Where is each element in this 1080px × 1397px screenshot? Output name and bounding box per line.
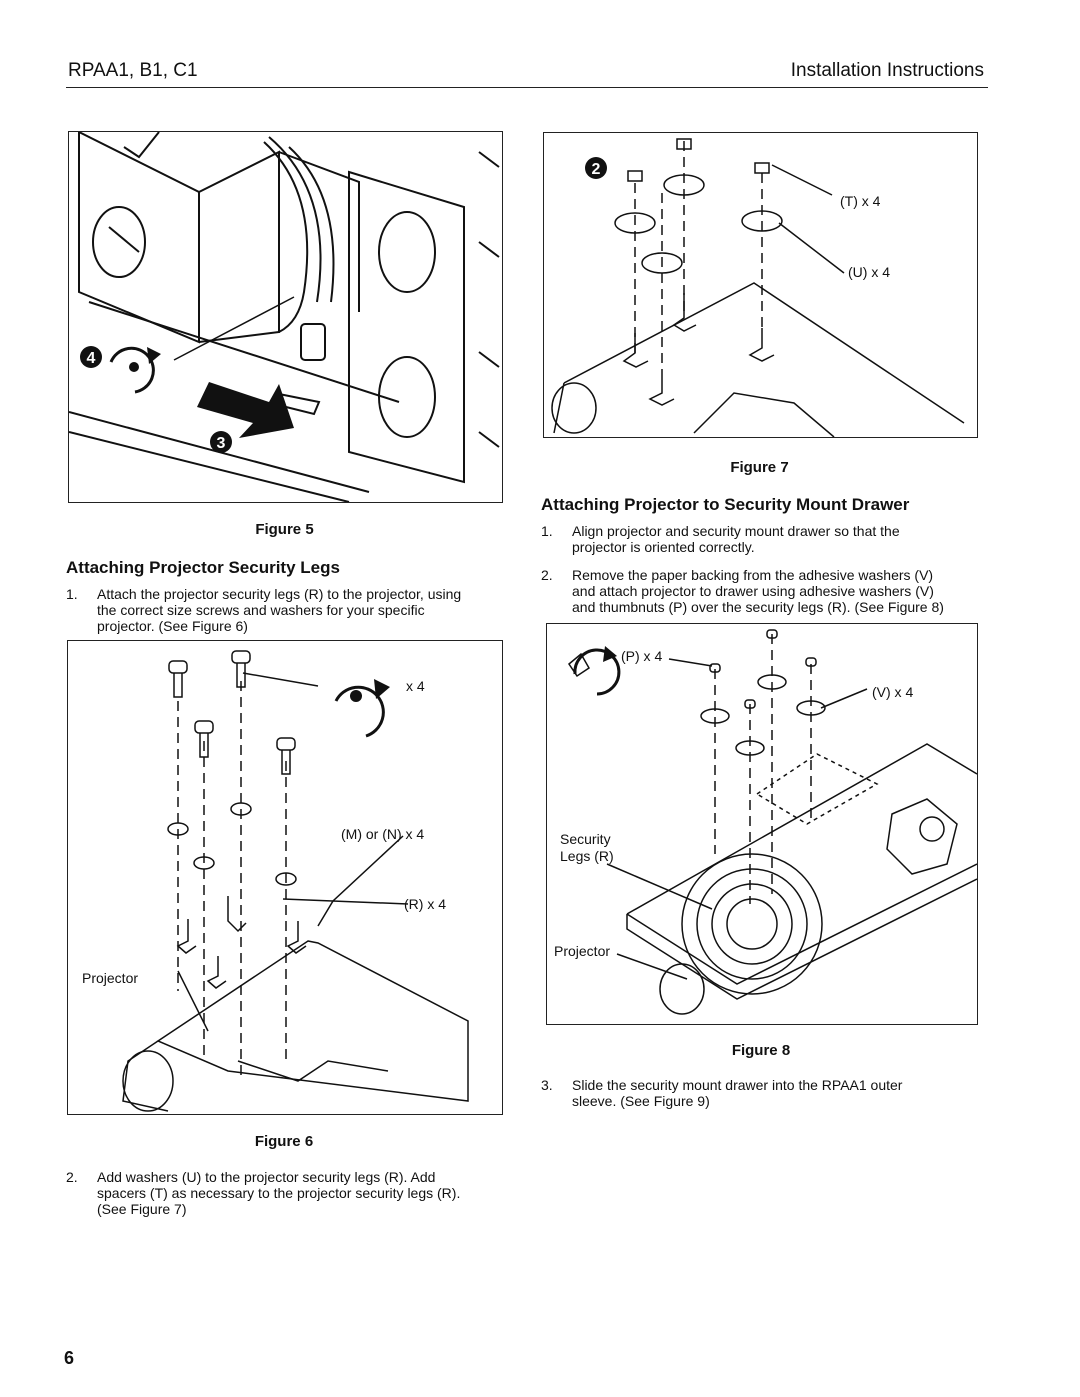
figure-5-caption: Figure 5 (255, 521, 314, 538)
figure-8-illustration: (P) x 4 (V) x 4 Security Legs (R) Projec… (546, 623, 978, 1025)
figure-8-thumbnut-label: (P) x 4 (621, 648, 662, 664)
figure-7-spacer-label: (T) x 4 (840, 193, 881, 209)
step-text-line: projector. (See Figure 6) (97, 618, 248, 634)
step-text-line: Remove the paper backing from the adhesi… (572, 567, 934, 583)
step-number: 1. (66, 586, 78, 602)
step-text-line: projector is oriented correctly. (572, 539, 755, 555)
badge-2 (585, 157, 607, 179)
section-heading-security-legs: Attaching Projector Security Legs (66, 558, 340, 577)
step-text-line: Align projector and security mount drawe… (572, 523, 900, 539)
badge-4-label: 4 (87, 350, 96, 367)
step-text-line: the correct size screws and washers for … (97, 602, 425, 618)
step-text-line: Add washers (U) to the projector securit… (97, 1169, 436, 1185)
page-number: 6 (64, 1348, 75, 1368)
section-heading-security-drawer: Attaching Projector to Security Mount Dr… (541, 495, 910, 514)
step-2-security-drawer: 2. Remove the paper backing from the adh… (541, 568, 986, 616)
figure-6-projector-label: Projector (82, 970, 138, 986)
figure-8-projector-label: Projector (554, 943, 610, 959)
badge-3 (210, 431, 232, 453)
step-text-line: and thumbnuts (P) over the security legs… (572, 599, 944, 615)
step-text-line: (See Figure 7) (97, 1201, 187, 1217)
badge-4 (80, 346, 102, 368)
header-doc-type: Installation Instructions (790, 60, 984, 81)
step-2-security-legs: 2. Add washers (U) to the projector secu… (66, 1170, 511, 1218)
rotate-icon (109, 346, 161, 394)
figure-6-legs-label: (R) x 4 (404, 896, 446, 912)
header-rule (66, 87, 988, 88)
step-number: 3. (541, 1077, 553, 1093)
figure-6-quantity: x 4 (406, 678, 425, 694)
badge-3-label: 3 (217, 435, 226, 452)
step-text-line: and attach projector to drawer using adh… (572, 583, 934, 599)
step-text-line: Slide the security mount drawer into the… (572, 1077, 903, 1093)
figure-6-washer-label: (M) or (N) x 4 (341, 826, 424, 842)
figure-7-washer-label: (U) x 4 (848, 264, 890, 280)
badge-2-label: 2 (592, 161, 601, 178)
step-number: 1. (541, 523, 553, 539)
step-1-security-legs: 1. Attach the projector security legs (R… (66, 587, 506, 635)
figure-7-caption: Figure 7 (730, 459, 789, 476)
figure-7-illustration: 2 (T) x 4 (U) x 4 (543, 132, 978, 438)
step-text-line: spacers (T) as necessary to the projecto… (97, 1185, 461, 1201)
step-3-security-drawer: 3. Slide the security mount drawer into … (541, 1078, 986, 1110)
figure-6-caption: Figure 6 (254, 1133, 314, 1150)
figure-8-security-label: Security (560, 831, 611, 847)
thumbnut-rotate-icon (568, 646, 621, 696)
figure-5-illustration: 4 3 (68, 131, 503, 503)
rotate-icon (334, 679, 390, 738)
step-number: 2. (66, 1169, 78, 1185)
figure-6-illustration: x 4 (M) or (N) x 4 (R) x 4 Projector (67, 640, 503, 1115)
figure-8-legs-label: Legs (R) (560, 848, 614, 864)
step-text-line: Attach the projector security legs (R) t… (97, 586, 462, 602)
step-text-line: sleeve. (See Figure 9) (572, 1093, 710, 1109)
step-number: 2. (541, 567, 553, 583)
step-1-security-drawer: 1. Align projector and security mount dr… (541, 524, 986, 556)
header-model: RPAA1, B1, C1 (68, 60, 198, 81)
figure-8-caption: Figure 8 (731, 1042, 791, 1059)
figure-8-adhesive-label: (V) x 4 (872, 684, 913, 700)
